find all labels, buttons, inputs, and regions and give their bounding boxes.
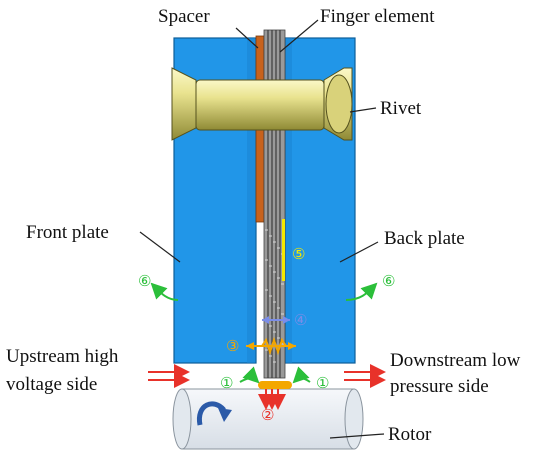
contact-line [282, 219, 285, 281]
spacer-label: Spacer [158, 6, 210, 27]
finger-element-label: Finger element [320, 6, 435, 27]
downstream-label-line1: Downstream low [390, 350, 521, 371]
marker-6-right: ⑥ [382, 272, 395, 290]
upstream-label-line2: voltage side [6, 374, 97, 395]
marker-6-left: ⑥ [138, 272, 151, 290]
rivet-label: Rivet [380, 98, 422, 119]
marker-3: ③ [226, 337, 239, 355]
downstream-label-line2: pressure side [390, 376, 489, 397]
rotation-arrow-icon [196, 401, 232, 426]
back-plate-label: Back plate [384, 228, 465, 249]
flow-arrows [239, 366, 311, 384]
marker-2: ② [261, 406, 274, 424]
leader-lines [139, 19, 385, 439]
friction-arrow [246, 336, 296, 356]
marker-1-left: ① [220, 374, 233, 392]
contact-patch [258, 381, 292, 389]
marker-4: ④ [294, 311, 307, 329]
interfiber-arrow [262, 316, 290, 324]
upstream-label-line1: Upstream high [6, 346, 119, 367]
side-arrows [150, 282, 378, 301]
leakage-arrows [148, 364, 386, 410]
marker-5: ⑤ [292, 245, 305, 263]
rivet [171, 67, 353, 141]
rotor-label: Rotor [388, 424, 432, 445]
marker-1-right: ① [316, 374, 329, 392]
front-plate-label: Front plate [26, 222, 109, 243]
